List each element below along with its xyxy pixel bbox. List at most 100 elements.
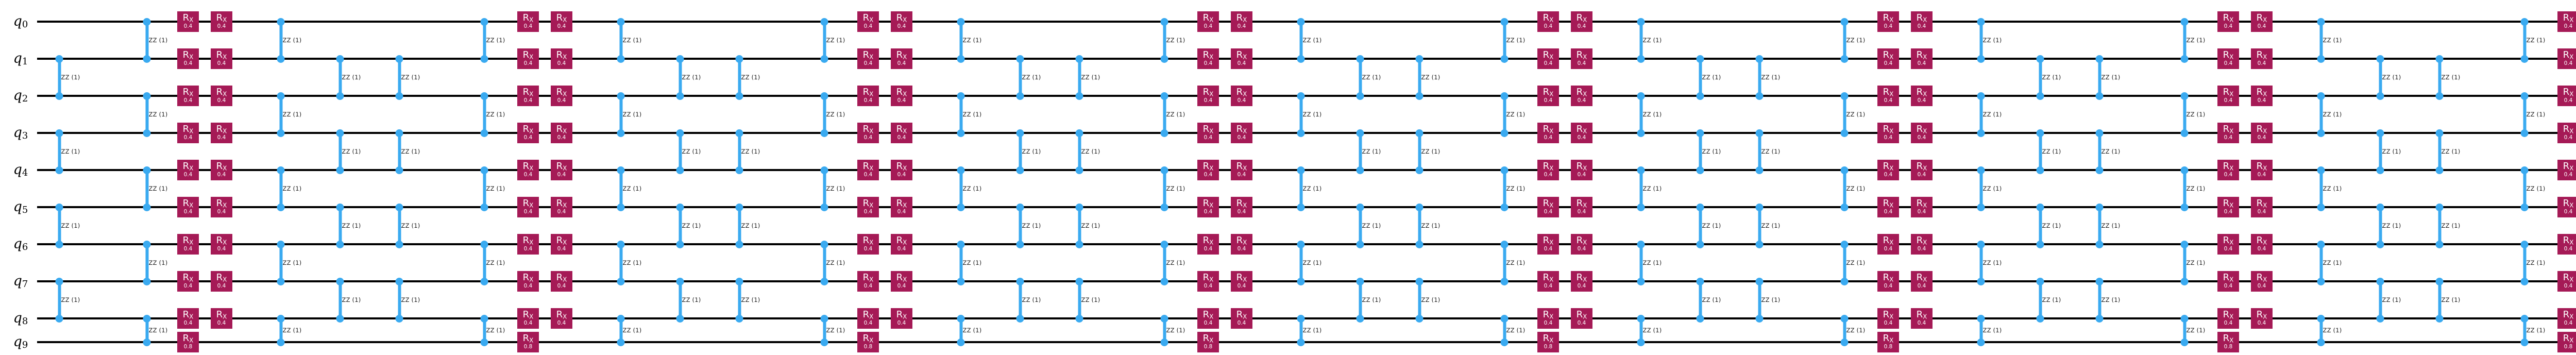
zz-gate[interactable]: ZZ (1) — [2435, 55, 2460, 100]
zz-gate[interactable]: ZZ (1) — [1637, 240, 1662, 285]
zz-gate[interactable]: ZZ (1) — [1075, 129, 1100, 174]
zz-gate[interactable]: ZZ (1) — [2036, 203, 2061, 248]
zz-gate[interactable]: ZZ (1) — [395, 129, 420, 174]
zz-gate[interactable]: ZZ (1) — [957, 314, 981, 346]
zz-gate[interactable]: ZZ (1) — [395, 277, 420, 323]
zz-gate[interactable]: ZZ (1) — [2376, 55, 2401, 100]
zz-gate[interactable]: ZZ (1) — [617, 92, 641, 137]
zz-gate[interactable]: ZZ (1) — [2317, 18, 2342, 63]
zz-gate[interactable]: ZZ (1) — [2435, 277, 2460, 323]
zz-gate[interactable]: ZZ (1) — [1696, 55, 1721, 100]
zz-gate[interactable]: ZZ (1) — [957, 18, 981, 63]
zz-gate[interactable]: ZZ (1) — [2520, 240, 2545, 285]
zz-gate[interactable]: ZZ (1) — [2520, 166, 2545, 211]
zz-gate[interactable]: ZZ (1) — [2376, 277, 2401, 323]
zz-gate[interactable]: ZZ (1) — [676, 203, 701, 248]
zz-gate[interactable]: ZZ (1) — [2036, 277, 2061, 323]
zz-gate[interactable]: ZZ (1) — [2180, 18, 2205, 63]
zz-gate[interactable]: ZZ (1) — [617, 240, 641, 285]
zz-gate[interactable]: ZZ (1) — [1356, 129, 1381, 174]
zz-gate[interactable]: ZZ (1) — [480, 314, 505, 346]
zz-gate[interactable]: ZZ (1) — [1075, 55, 1100, 100]
zz-gate[interactable]: ZZ (1) — [1297, 314, 1321, 346]
zz-gate[interactable]: ZZ (1) — [1415, 55, 1440, 100]
zz-gate[interactable]: ZZ (1) — [1840, 166, 1865, 211]
zz-gate[interactable]: ZZ (1) — [2435, 203, 2460, 248]
zz-gate[interactable]: ZZ (1) — [1755, 277, 1780, 323]
zz-gate[interactable]: ZZ (1) — [480, 166, 505, 211]
zz-gate[interactable]: ZZ (1) — [1297, 18, 1321, 63]
zz-gate[interactable]: ZZ (1) — [2376, 129, 2401, 174]
zz-gate[interactable]: ZZ (1) — [1696, 129, 1721, 174]
zz-gate[interactable]: ZZ (1) — [2435, 129, 2460, 174]
zz-gate[interactable]: ZZ (1) — [1637, 18, 1662, 63]
zz-gate[interactable]: ZZ (1) — [480, 92, 505, 137]
zz-gate[interactable]: ZZ (1) — [2180, 166, 2205, 211]
zz-gate[interactable]: ZZ (1) — [676, 55, 701, 100]
zz-gate[interactable]: ZZ (1) — [1016, 129, 1041, 174]
zz-gate[interactable]: ZZ (1) — [480, 18, 505, 63]
zz-gate[interactable]: ZZ (1) — [1755, 203, 1780, 248]
zz-gate[interactable]: ZZ (1) — [1297, 92, 1321, 137]
zz-gate[interactable]: ZZ (1) — [2317, 240, 2342, 285]
zz-gate[interactable]: ZZ (1) — [2036, 55, 2061, 100]
zz-gate[interactable]: ZZ (1) — [1500, 92, 1525, 137]
zz-gate[interactable]: ZZ (1) — [617, 18, 641, 63]
zz-gate[interactable]: ZZ (1) — [2317, 166, 2342, 211]
zz-gate[interactable]: ZZ (1) — [617, 166, 641, 211]
zz-gate[interactable]: ZZ (1) — [1075, 277, 1100, 323]
zz-gate[interactable]: ZZ (1) — [735, 55, 760, 100]
zz-gate[interactable]: ZZ (1) — [957, 92, 981, 137]
zz-gate[interactable]: ZZ (1) — [957, 166, 981, 211]
zz-gate[interactable]: ZZ (1) — [143, 240, 167, 285]
zz-gate[interactable]: ZZ (1) — [1160, 240, 1185, 285]
